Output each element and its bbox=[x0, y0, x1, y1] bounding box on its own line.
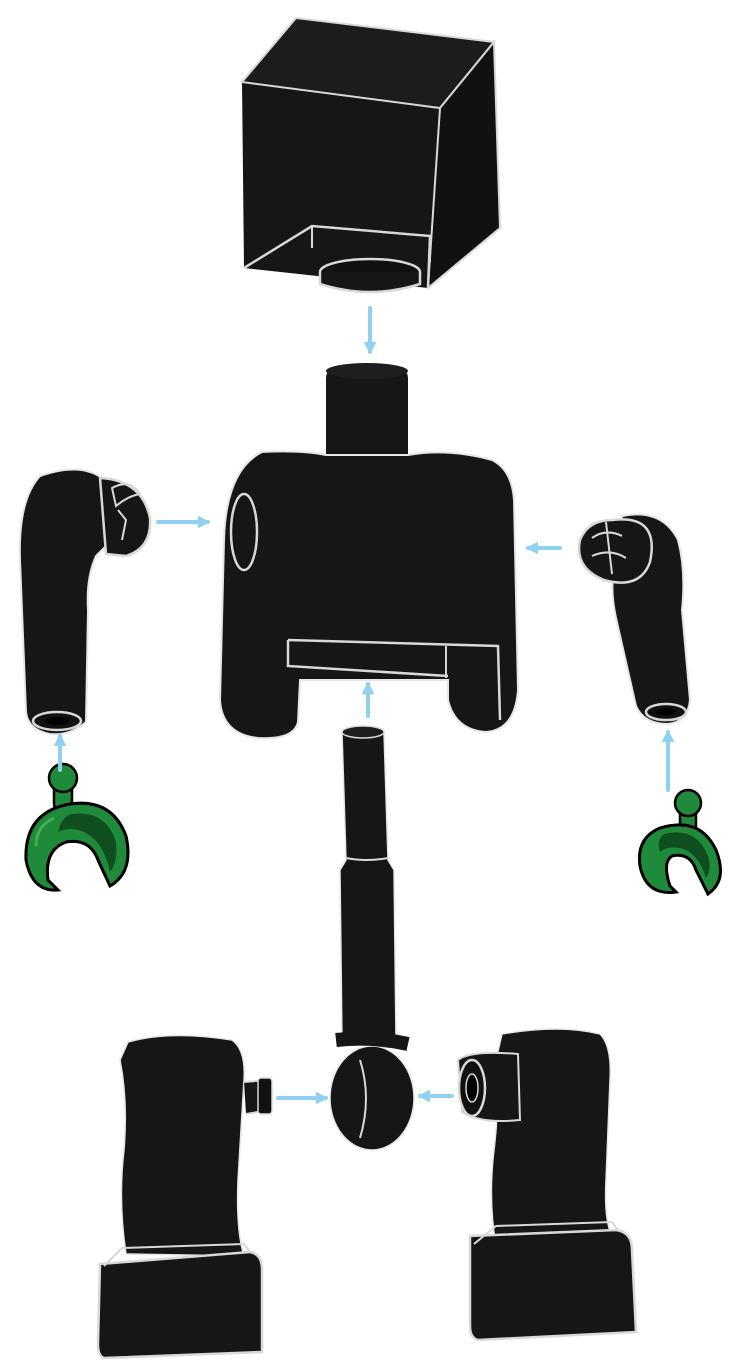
left-leg-piece bbox=[98, 1035, 272, 1358]
torso-piece bbox=[220, 363, 518, 738]
right-hand-piece bbox=[639, 790, 720, 894]
right-leg-piece bbox=[458, 1029, 636, 1340]
left-arm-piece bbox=[20, 469, 150, 734]
right-arm-piece bbox=[579, 514, 690, 724]
head-piece bbox=[242, 18, 500, 292]
hip-connector-piece bbox=[330, 726, 414, 1150]
left-hand-piece bbox=[26, 764, 128, 890]
